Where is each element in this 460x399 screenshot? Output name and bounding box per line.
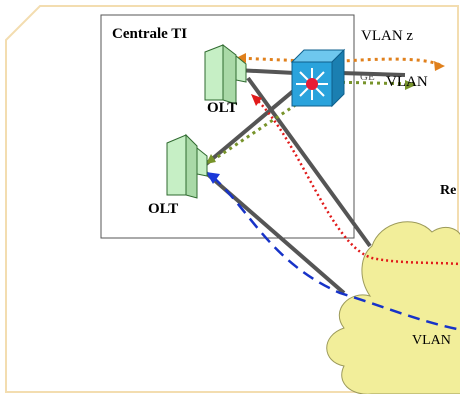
ge-label: GE: [360, 71, 375, 83]
backbone-cloud: [326, 221, 460, 395]
central-office-title: Centrale TI: [112, 26, 188, 42]
vlan-z-arrow-right: [434, 61, 445, 71]
red-service-path: [254, 97, 460, 266]
vlan-label: VLAN: [386, 74, 428, 90]
network-label: Re: [440, 183, 457, 198]
olt-device-bottom: [166, 133, 208, 199]
trunk-switch-olt2: [203, 85, 300, 167]
red-arrow: [251, 94, 262, 106]
switch-icon: [290, 48, 346, 108]
olt-device-top: [204, 43, 247, 105]
vlan-z-label: VLAN z: [361, 28, 414, 44]
vlan-green-arrow-left: [206, 154, 216, 164]
vlan-green-arrow-right: [405, 80, 416, 90]
blue-service-path: [211, 175, 460, 331]
vlan-z-arrow-left: [236, 53, 246, 63]
olt-top-label: OLT: [207, 100, 238, 116]
cloud-vlan-label: VLAN: [412, 333, 451, 348]
trunk-olt1-cloud: [246, 76, 372, 248]
blue-arrow: [206, 172, 220, 184]
olt-bottom-label: OLT: [148, 201, 179, 217]
trunk-switch-ge: [339, 71, 406, 77]
